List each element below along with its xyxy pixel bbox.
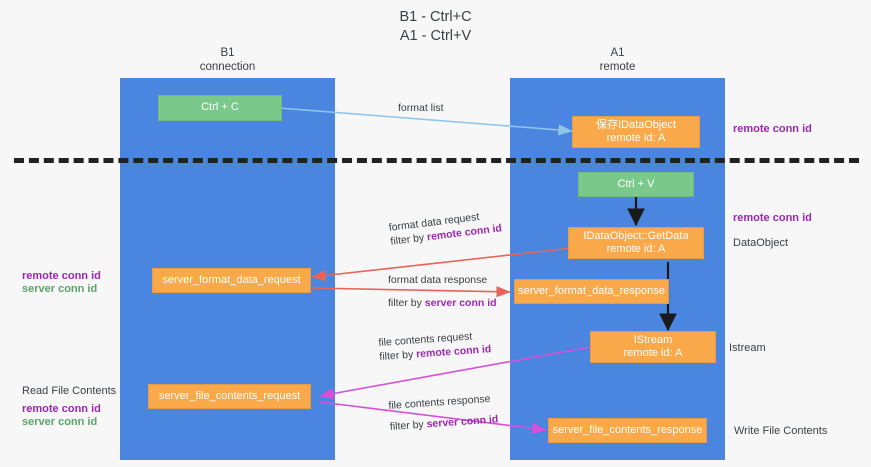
filter-key-server-conn-id-2: server conn id: [426, 413, 499, 431]
node-ctrl-v-label: Ctrl + V: [617, 177, 655, 190]
edge-label-file-contents-response: file contents response filter by server …: [388, 391, 499, 433]
edge-label-format-list: format list: [398, 102, 444, 114]
title-line-2: A1 - Ctrl+V: [399, 28, 472, 44]
node-server-format-data-request[interactable]: server_format_data_request: [152, 268, 311, 293]
lane-header-b1: B1 connection: [120, 46, 335, 74]
label-dataobject: DataObject: [733, 237, 789, 249]
label-remote-conn-id-left-2: remote conn id: [22, 403, 101, 415]
node-istream-line2: remote id: A: [623, 347, 683, 359]
node-ctrl-v[interactable]: Ctrl + V: [578, 172, 694, 197]
node-getdata-line2: remote id: A: [606, 243, 666, 255]
label-remote-conn-id-top: remote conn id: [733, 123, 812, 135]
label-remote-conn-id-mid: remote conn id: [733, 212, 812, 224]
label-server-conn-id-left-1: server conn id: [22, 283, 98, 295]
node-server-file-contents-response[interactable]: server_file_contents_response: [548, 418, 707, 443]
node-ctrl-c-label: Ctrl + C: [201, 101, 239, 114]
edge-label-file-contents-response-line1: file contents response: [388, 392, 491, 412]
page-title: B1 - Ctrl+C A1 - Ctrl+V: [0, 8, 871, 46]
phase-divider: [14, 158, 859, 163]
label-read-file-contents: Read File Contents: [22, 385, 117, 397]
label-remote-conn-id-left-1: remote conn id: [22, 270, 101, 282]
edge-label-format-data-response-line2: filter by server conn id: [388, 297, 497, 309]
node-idataobject-getdata[interactable]: IDataObject::GetData remote id: A: [568, 227, 704, 259]
node-idataobject-top-line1: 保存IDataObject: [595, 118, 677, 131]
label-server-conn-id-left-2: server conn id: [22, 416, 98, 428]
node-getdata-line1: IDataObject::GetData: [583, 229, 689, 242]
lane-header-b1-name: B1: [220, 47, 235, 59]
edge-label-format-data-response-line1: format data response: [388, 274, 488, 286]
filter-key-remote-conn-id-2: remote conn id: [415, 343, 492, 361]
node-server-format-data-response-label: server_format_data_response: [518, 284, 665, 297]
node-idataobject-top-line2: remote id: A: [606, 132, 666, 144]
node-ctrl-c[interactable]: Ctrl + C: [158, 95, 282, 121]
title-line-1: B1 - Ctrl+C: [399, 9, 472, 25]
node-server-file-contents-response-label: server_file_contents_response: [552, 423, 703, 436]
label-write-file-contents: Write File Contents: [734, 425, 828, 437]
node-istream-line1: IStream: [633, 333, 673, 346]
node-istream[interactable]: IStream remote id: A: [590, 331, 716, 363]
lane-header-a1-subtitle: remote: [599, 61, 636, 73]
edge-label-format-data-request: format data request filter by remote con…: [388, 207, 503, 248]
node-server-format-data-request-label: server_format_data_request: [162, 273, 301, 286]
edge-label-file-contents-response-line2: filter by server conn id: [389, 413, 499, 433]
edge-label-file-contents-request: file contents request filter by remote c…: [378, 328, 492, 364]
node-server-file-contents-request[interactable]: server_file_contents_request: [148, 384, 311, 409]
node-server-file-contents-request-label: server_file_contents_request: [158, 389, 301, 402]
filter-key-server-conn-id-1: server conn id: [424, 297, 497, 309]
edge-label-format-data-response: format data response filter by server co…: [388, 273, 497, 310]
node-server-format-data-response[interactable]: server_format_data_response: [514, 279, 669, 304]
node-idataobject-top[interactable]: 保存IDataObject remote id: A: [572, 116, 700, 148]
label-istream: Istream: [729, 342, 766, 354]
lane-header-a1: A1 remote: [510, 46, 725, 74]
lane-header-a1-name: A1: [610, 47, 625, 59]
lane-header-b1-subtitle: connection: [199, 61, 256, 73]
